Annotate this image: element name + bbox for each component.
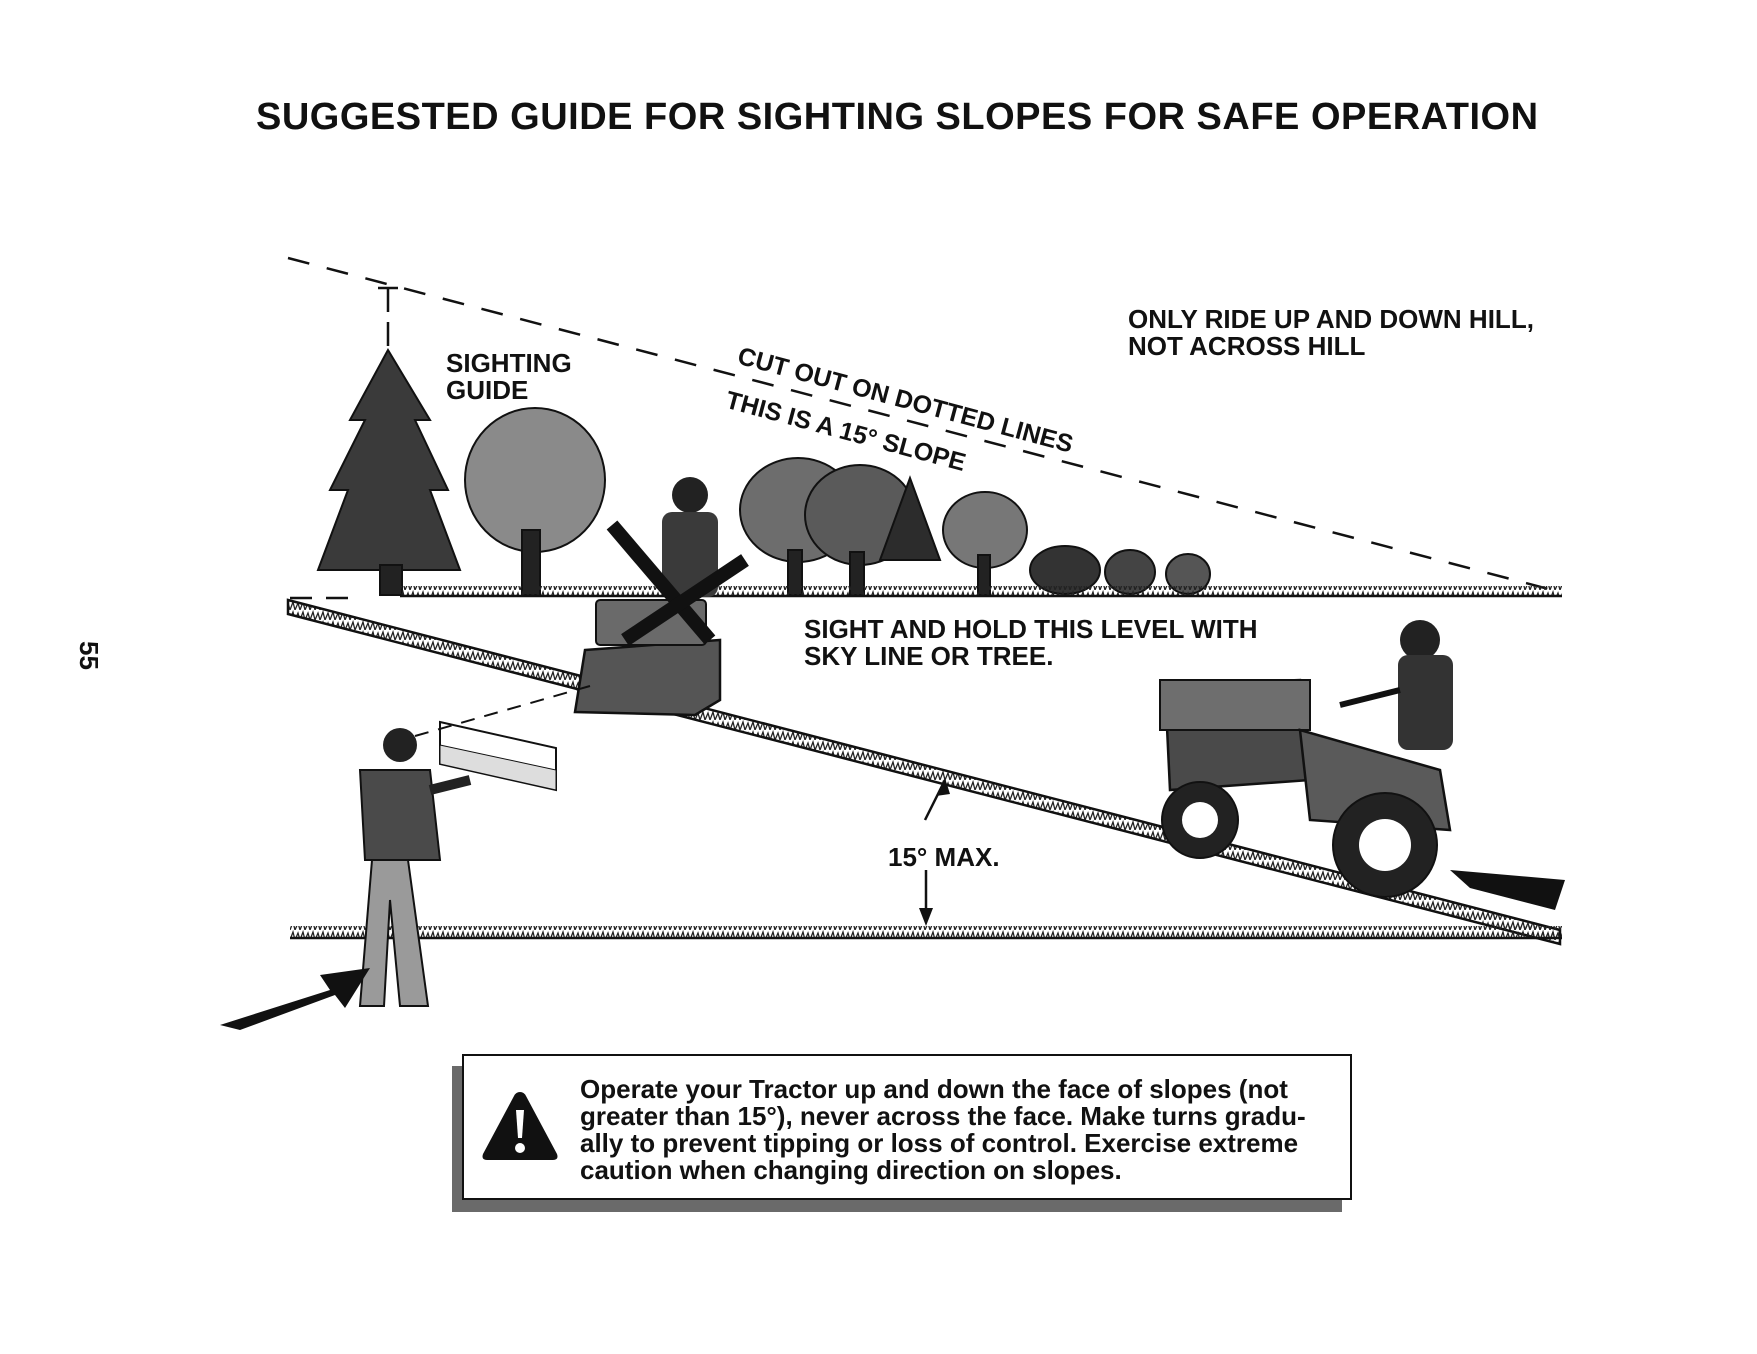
max-angle-label: 15° MAX. — [888, 842, 1000, 872]
warning-triangle-icon — [482, 1092, 558, 1160]
sight-hold-label: SIGHT AND HOLD THIS LEVEL WITH SKY LINE … — [804, 614, 1258, 671]
sighting-dashed-line — [287, 256, 1561, 594]
background-trees — [316, 347, 1211, 596]
person-sighting-icon — [220, 685, 591, 1030]
horizon-grass — [400, 586, 1562, 596]
shadow-arrow-icon — [220, 968, 370, 1030]
warning-text: Operate your Tractor up and down the fac… — [580, 1074, 1306, 1185]
ride-rule-label: ONLY RIDE UP AND DOWN HILL, NOT ACROSS H… — [1128, 304, 1534, 361]
tractor-up-hill-icon — [1159, 620, 1565, 910]
pine-tree-icon — [878, 475, 942, 561]
pine-tree-icon — [316, 347, 462, 571]
flat-ground — [290, 926, 1562, 938]
direction-arrow-icon — [1450, 870, 1565, 910]
warning-box: Operate your Tractor up and down the fac… — [462, 1054, 1352, 1200]
sighting-guide-label: SIGHTING GUIDE — [446, 348, 572, 405]
tractor-across-hill-icon — [573, 477, 749, 717]
page-title: SUGGESTED GUIDE FOR SIGHTING SLOPES FOR … — [256, 96, 1539, 138]
cross-out-icon — [606, 520, 716, 645]
